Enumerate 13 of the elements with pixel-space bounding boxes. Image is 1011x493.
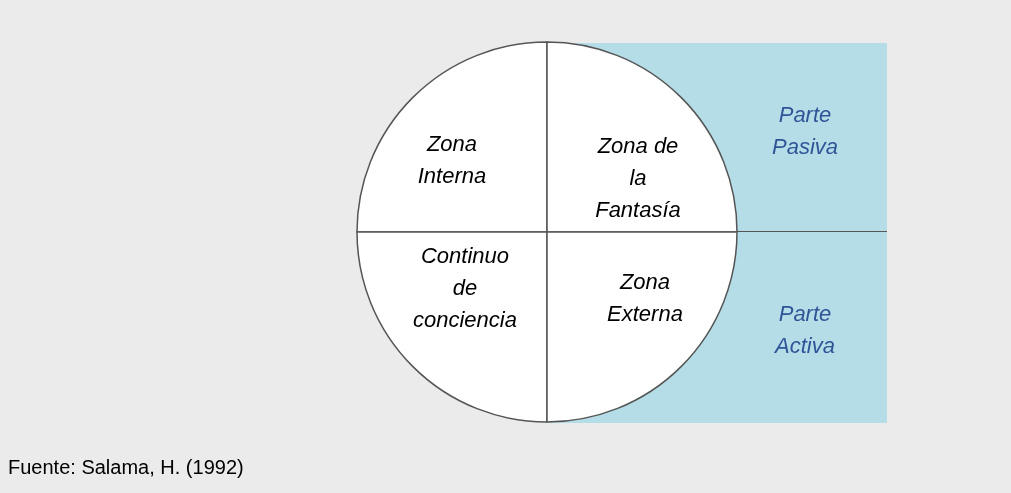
zone-label: Zona de la Fantasía <box>594 132 682 224</box>
circle-quadrant <box>547 42 737 232</box>
circle-quadrant <box>357 42 547 232</box>
band-label: Parte Pasiva <box>770 101 839 161</box>
band <box>547 43 887 232</box>
zone-label: Continuo de conciencia <box>412 242 518 334</box>
zone-label: Zona Externa <box>606 268 684 328</box>
band-label: Parte Activa <box>773 300 836 360</box>
circle-quadrant <box>357 232 547 422</box>
circle-quadrant <box>547 232 737 422</box>
caption: Fuente: Salama, H. (1992) <box>8 455 244 480</box>
zone-label: Zona Interna <box>416 130 488 190</box>
band <box>547 232 887 423</box>
